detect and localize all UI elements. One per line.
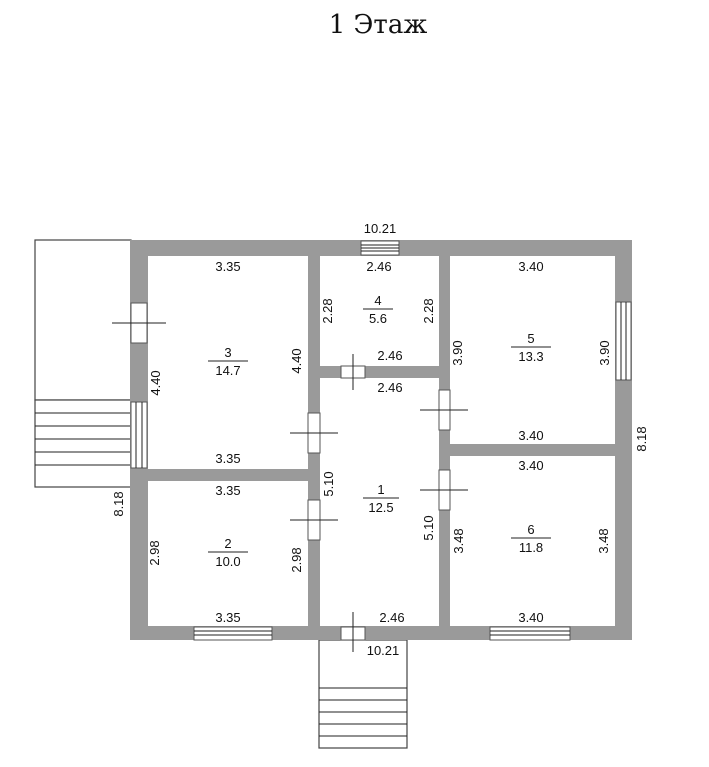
overall-bottom-dim: 10.21: [367, 643, 400, 658]
room-2-left-dim: 2.98: [147, 540, 162, 565]
room-5-number: 5: [527, 331, 534, 346]
room-2-area: 10.0: [215, 554, 240, 569]
room-1-area: 12.5: [368, 500, 393, 515]
room-6-left-dim: 3.48: [451, 528, 466, 553]
room-1-bottom-dim: 2.46: [379, 610, 404, 625]
room-1-number: 1: [377, 482, 384, 497]
overall-right-dim: 8.18: [634, 426, 649, 451]
room-1: 2.46 5.10 5.10 2.46 1 12.5: [321, 380, 436, 625]
room-6: 3.40 3.48 3.48 3.40 6 11.8: [451, 458, 611, 625]
room-4-bottom-dim: 2.46: [377, 348, 402, 363]
room-3: 3.35 4.40 4.40 3.35 3 14.7: [148, 259, 304, 466]
room-3-area: 14.7: [215, 363, 240, 378]
room-3-bottom-dim: 3.35: [215, 451, 240, 466]
room-1-top-dim: 2.46: [377, 380, 402, 395]
floor-title: 1 Этаж: [329, 10, 428, 40]
room-5-right-dim: 3.90: [597, 340, 612, 365]
room-5-area: 13.3: [518, 349, 543, 364]
room-3-right-dim: 4.40: [289, 348, 304, 373]
room-5-bottom-dim: 3.40: [518, 428, 543, 443]
room-4-top-dim: 2.46: [366, 259, 391, 274]
doors: [112, 302, 468, 652]
room-3-top-dim: 3.35: [215, 259, 240, 274]
room-2-top-dim: 3.35: [215, 483, 240, 498]
overall-left-dim: 8.18: [111, 491, 126, 516]
room-5-top-dim: 3.40: [518, 259, 543, 274]
room-2-number: 2: [224, 536, 231, 551]
left-porch: [34, 239, 132, 488]
room-6-top-dim: 3.40: [518, 458, 543, 473]
room-4-number: 4: [374, 293, 381, 308]
windows: [130, 240, 632, 641]
room-3-left-dim: 4.40: [148, 370, 163, 395]
room-4: 2.46 2.28 2.28 2.46 4 5.6: [320, 259, 436, 363]
room-6-right-dim: 3.48: [596, 528, 611, 553]
overall-top-dim: 10.21: [364, 221, 397, 236]
room-1-left-dim: 5.10: [321, 471, 336, 496]
room-4-right-dim: 2.28: [421, 298, 436, 323]
room-2-right-dim: 2.98: [289, 547, 304, 572]
room-4-left-dim: 2.28: [320, 298, 335, 323]
room-1-right-dim: 5.10: [421, 515, 436, 540]
room-2: 3.35 2.98 2.98 3.35 2 10.0: [147, 483, 304, 625]
room-6-area: 11.8: [519, 540, 543, 555]
room-5: 3.40 3.90 3.90 3.40 5 13.3: [450, 259, 612, 443]
room-2-bottom-dim: 3.35: [215, 610, 240, 625]
room-6-bottom-dim: 3.40: [518, 610, 543, 625]
room-4-area: 5.6: [369, 311, 387, 326]
entrance-stairs: [318, 639, 408, 749]
room-3-number: 3: [224, 345, 231, 360]
room-6-number: 6: [527, 522, 534, 537]
overall-dimensions: 10.21 10.21 8.18 8.18: [111, 221, 649, 658]
room-5-left-dim: 3.90: [450, 340, 465, 365]
